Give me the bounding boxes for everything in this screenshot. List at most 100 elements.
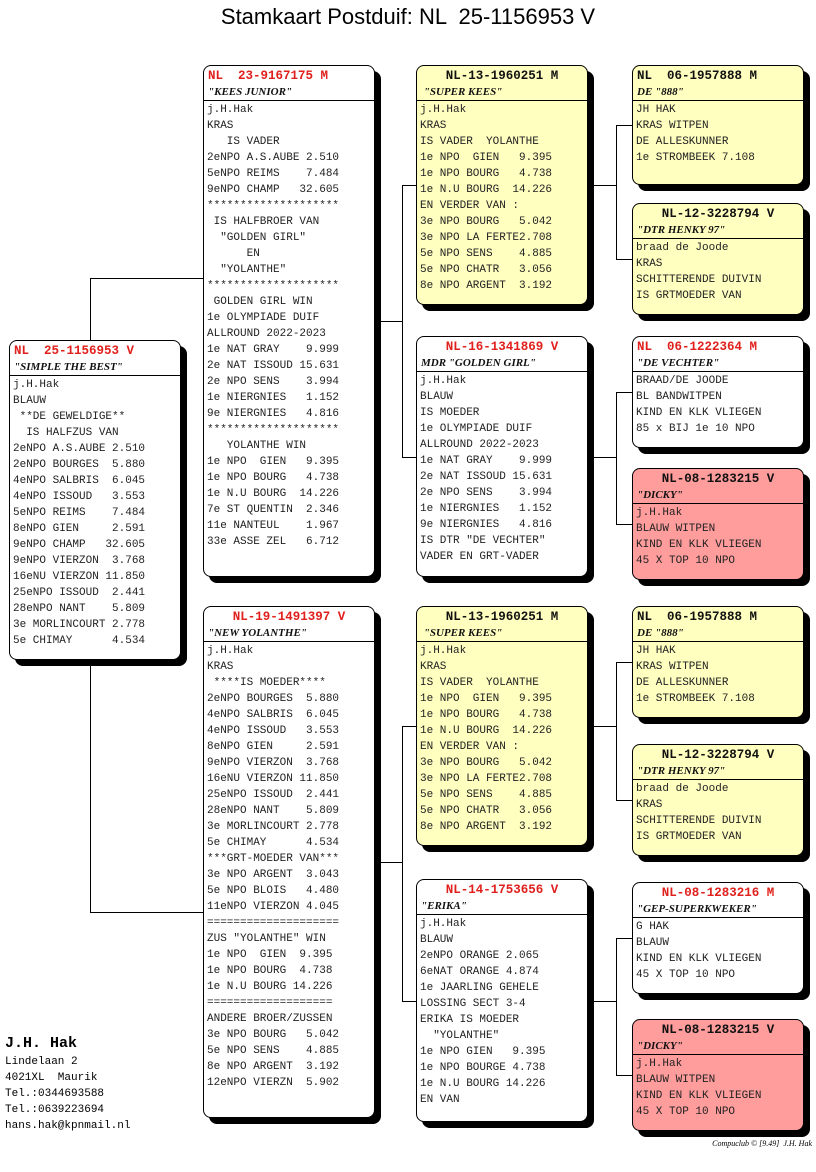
detail-line: 2e NPO SENS 3.994	[420, 487, 553, 499]
owner-phone: Tel.:0344693588	[5, 1088, 105, 1100]
detail-line: 5eNPO REIMS 7.484	[207, 168, 340, 180]
detail-line: BLAUW WITPEN	[636, 1074, 716, 1086]
detail-line: 2e NPO SENS 3.994	[207, 376, 340, 388]
connector-line	[90, 278, 203, 279]
detail-line: IS VADER YOLANTHE	[420, 677, 539, 689]
detail-line: 5e NPO CHATR 3.056	[420, 805, 553, 817]
detail-line: BLAUW WITPEN	[636, 523, 716, 535]
detail-line: 4eNPO SALBRIS 6.045	[13, 475, 146, 487]
detail-line: KRAS	[420, 661, 447, 673]
detail-line: 4eNPO SALBRIS 6.045	[207, 709, 340, 721]
pigeon-card-ggf-2[interactable]: NL 06-1222364 M"DE VECHTER"BRAAD/DE JOOD…	[632, 336, 804, 448]
detail-line: j.H.Hak	[636, 1058, 683, 1070]
detail-line: 1e NPO BOURG 4.738	[207, 472, 340, 484]
detail-line: j.H.Hak	[207, 104, 254, 116]
connector-line	[616, 524, 632, 525]
detail-line: 1e NPO BOURG 4.738	[207, 965, 333, 977]
owner-contact: J.H. Hak Lindelaan 2 4021XL Maurik Tel.:…	[5, 1034, 130, 1134]
detail-line: ===================	[207, 997, 333, 1009]
detail-line: BRAAD/DE JOODE	[636, 375, 729, 387]
pigeon-name: DE "888"	[633, 625, 803, 642]
ring-number: NL 06-1222364 M	[637, 340, 758, 354]
ring-number: NL-08-1283215 V	[661, 1023, 775, 1037]
pigeon-name: "DTR HENKY 97"	[633, 763, 803, 780]
detail-line: 1e N.U BOURG 14.226	[207, 488, 340, 500]
detail-line: GOLDEN GIRL WIN	[207, 296, 313, 308]
detail-line: 1e N.U BOURG 14.226	[420, 184, 553, 196]
detail-line: 1e NPO GIEN 9.395	[420, 693, 553, 705]
detail-line: ***GRT-MOEDER VAN***	[207, 853, 340, 865]
detail-line: 5e CHIMAY 4.534	[13, 635, 146, 647]
detail-line: j.H.Hak	[207, 645, 254, 657]
detail-line: 2e NAT ISSOUD 15.631	[420, 471, 553, 483]
detail-line: 9eNPO CHAMP 32.605	[207, 184, 340, 196]
pigeon-card-ggm-3[interactable]: NL-12-3228794 V"DTR HENKY 97"braad de Jo…	[632, 744, 804, 856]
detail-line: j.H.Hak	[13, 379, 60, 391]
detail-line: BLAUW	[420, 391, 454, 403]
detail-line: 45 X TOP 10 NPO	[636, 969, 736, 981]
ring-number: NL-12-3228794 V	[661, 207, 775, 221]
detail-line: ****IS MOEDER****	[207, 677, 326, 689]
pigeon-name: "DICKY"	[633, 1038, 803, 1055]
detail-line: KIND EN KLK VLIEGEN	[636, 539, 762, 551]
ring-number: NL 23-9167175 M	[208, 69, 329, 83]
detail-line: IS VADER	[207, 136, 280, 148]
owner-email[interactable]: hans.hak@kpnmail.nl	[5, 1120, 131, 1132]
detail-line: 8e NPO ARGENT 3.192	[420, 280, 553, 292]
pigeon-name: MDR "GOLDEN GIRL"	[417, 355, 587, 372]
detail-line: 1e NIERGNIES 1.152	[207, 392, 340, 404]
detail-line: ====================	[207, 917, 340, 929]
connector-line	[616, 662, 617, 800]
connector-line	[90, 912, 203, 913]
connector-line	[616, 662, 632, 663]
detail-line: ********************	[207, 280, 340, 292]
detail-line: 3e NPO ARGENT 3.043	[207, 869, 340, 881]
detail-line: 9e NIERGNIES 4.816	[420, 519, 553, 531]
pigeon-name: "KEES JUNIOR"	[204, 84, 374, 101]
owner-mobile: Tel.:0639223694	[5, 1104, 105, 1116]
detail-line: 1e NPO GIEN 9.395	[207, 949, 333, 961]
detail-line: 8eNPO GIEN 2.591	[13, 523, 146, 535]
detail-line: 9eNPO VIERZON 3.768	[13, 555, 146, 567]
pigeon-name: "SIMPLE THE BEST"	[10, 359, 180, 376]
detail-line: IS DTR "DE VECHTER"	[420, 535, 546, 547]
ring-number: NL-13-1960251 M	[445, 69, 559, 83]
detail-line: ********************	[207, 424, 340, 436]
detail-line: 2eNPO ORANGE 2.065	[420, 950, 539, 962]
detail-line: 85 x BIJ 1e 10 NPO	[636, 423, 755, 435]
pigeon-card-ggm-1[interactable]: NL-12-3228794 V"DTR HENKY 97"braad de Jo…	[632, 203, 804, 315]
detail-line: 8e NPO ARGENT 3.192	[207, 1061, 340, 1073]
detail-line: 1e NPO GIEN 9.395	[420, 1046, 546, 1058]
ring-number: NL-08-1283216 M	[661, 886, 775, 900]
detail-line: IS MOEDER	[420, 407, 480, 419]
detail-line: ZUS "YOLANTHE" WIN	[207, 933, 326, 945]
detail-line: 1e NPO GIEN 9.395	[420, 152, 553, 164]
detail-line: 25eNPO ISSOUD 2.441	[13, 587, 146, 599]
connector-line	[616, 259, 632, 260]
detail-line: 16eNU VIERZON 11.850	[207, 773, 340, 785]
detail-line: 1e STROMBEEK 7.108	[636, 152, 755, 164]
detail-line: EN	[207, 248, 260, 260]
ring-number: NL-19-1491397 V	[232, 610, 346, 624]
detail-line: YOLANTHE WIN	[207, 440, 307, 452]
ring-number: NL-12-3228794 V	[661, 748, 775, 762]
connector-line	[616, 392, 632, 393]
detail-line: LOSSING SECT 3-4	[420, 998, 526, 1010]
detail-line: 2eNPO A.S.AUBE 2.510	[13, 443, 146, 455]
